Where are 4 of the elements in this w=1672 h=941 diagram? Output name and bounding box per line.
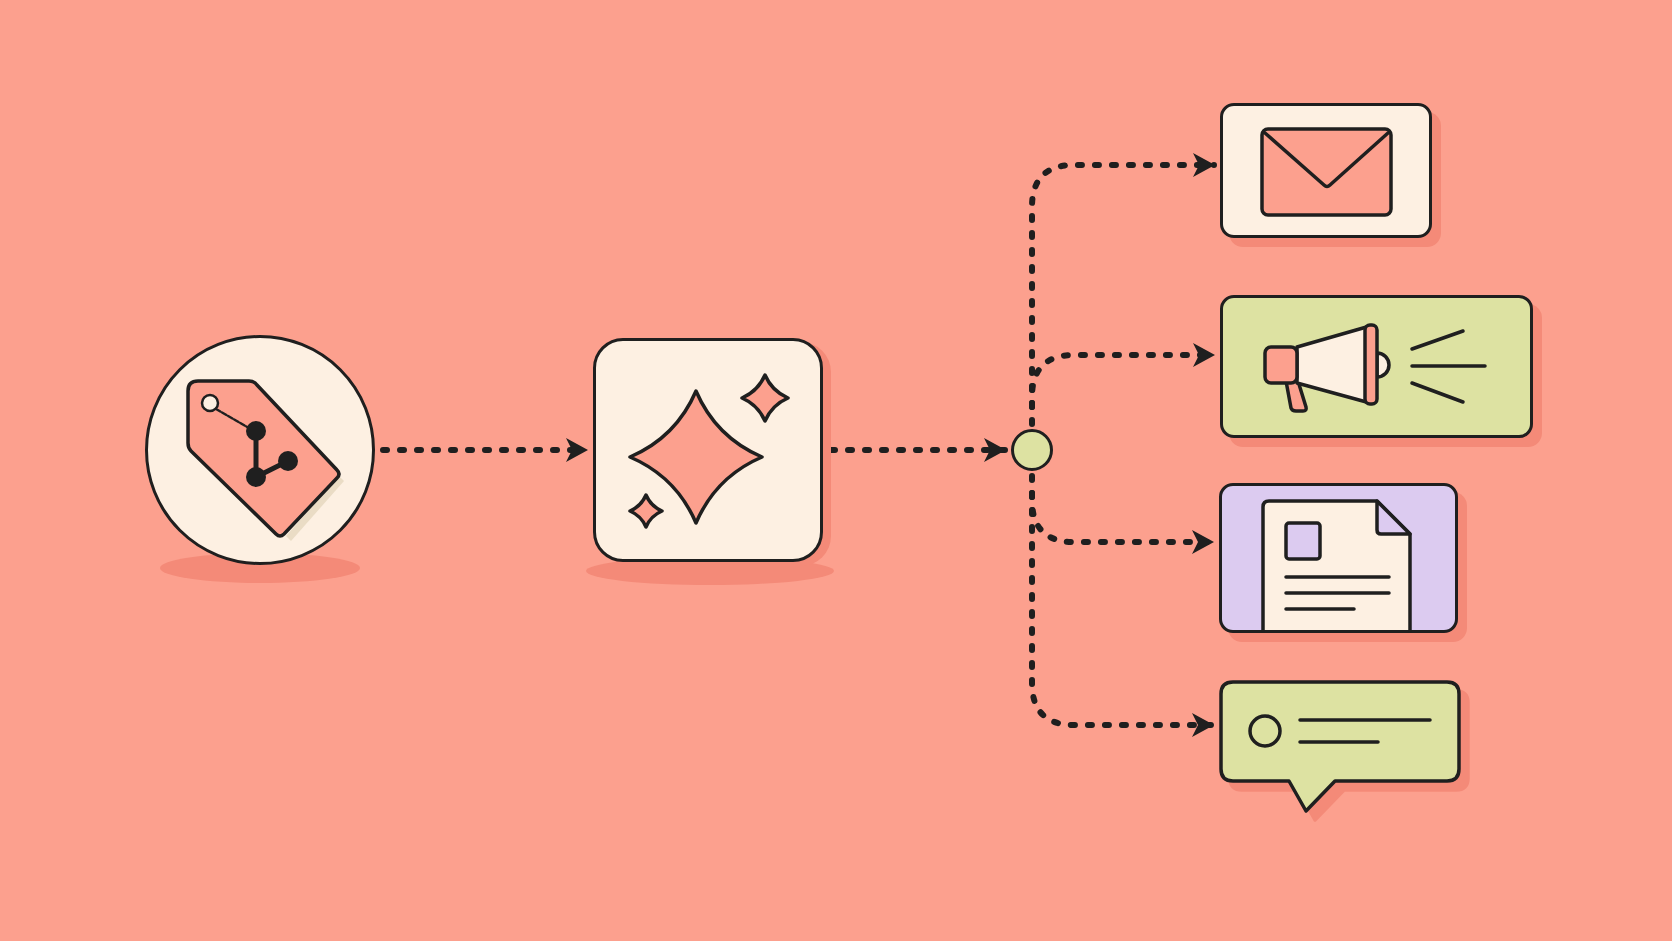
junction-dot: [1011, 429, 1053, 471]
dotted-arrow: [828, 438, 1008, 462]
dotted-arrow: [380, 438, 590, 462]
speech-bubble: [1219, 680, 1461, 815]
